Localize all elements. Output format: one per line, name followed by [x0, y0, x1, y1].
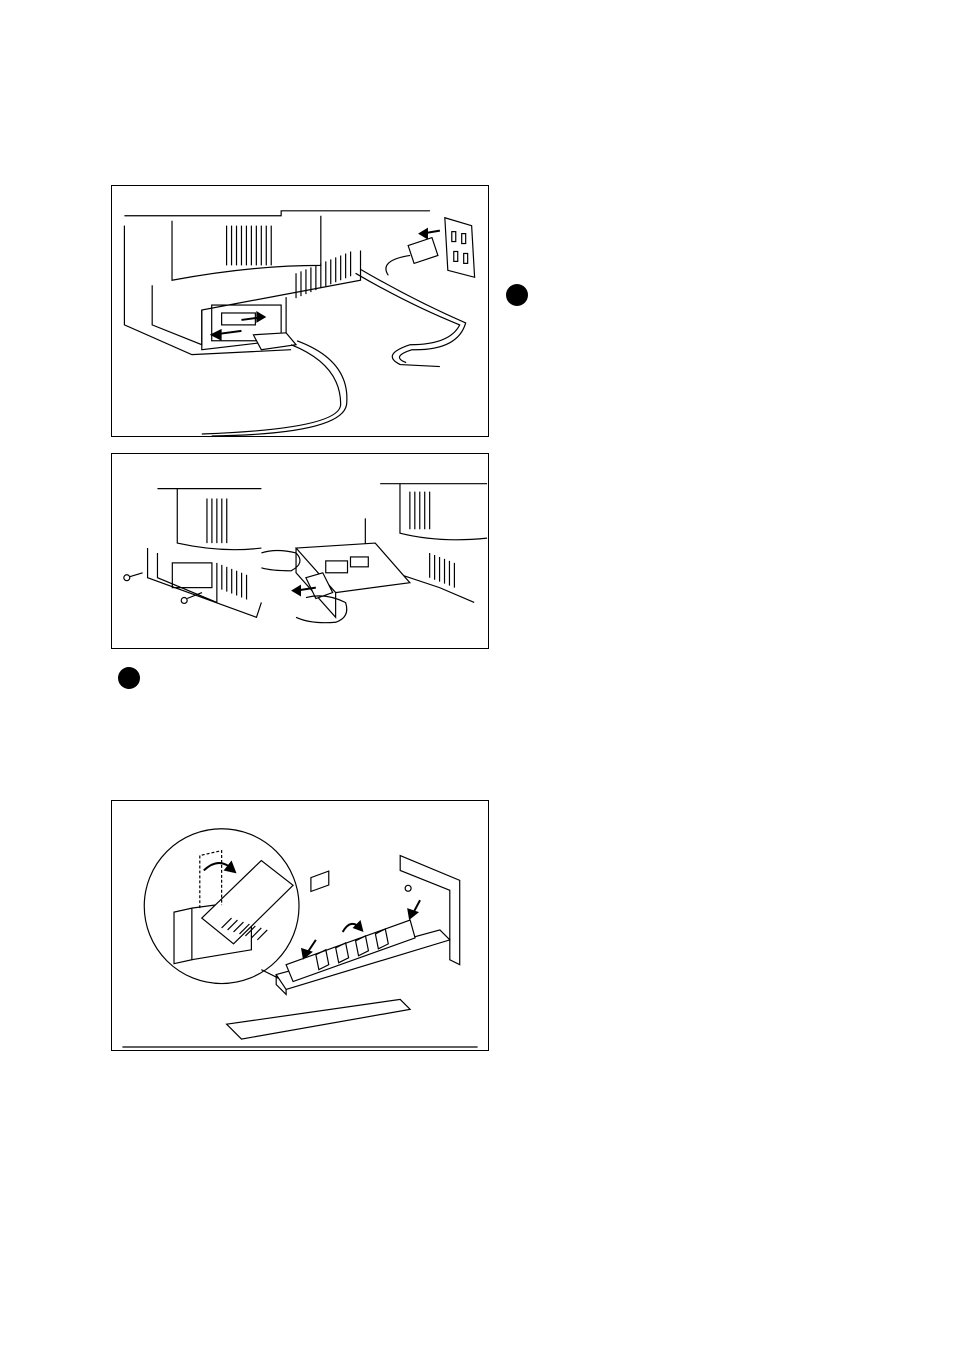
printer-remove-controller-board-illustration: [112, 454, 488, 648]
printer-rear-unplug-cables-illustration: [112, 186, 488, 436]
step-bullet-icon: [506, 284, 528, 306]
figure-unplug-cables: [111, 185, 489, 437]
step-bullet-icon: [118, 667, 140, 689]
figure-install-simm: [111, 800, 489, 1051]
figure-remove-board: [111, 453, 489, 649]
simm-module-insertion-illustration: [112, 801, 488, 1050]
